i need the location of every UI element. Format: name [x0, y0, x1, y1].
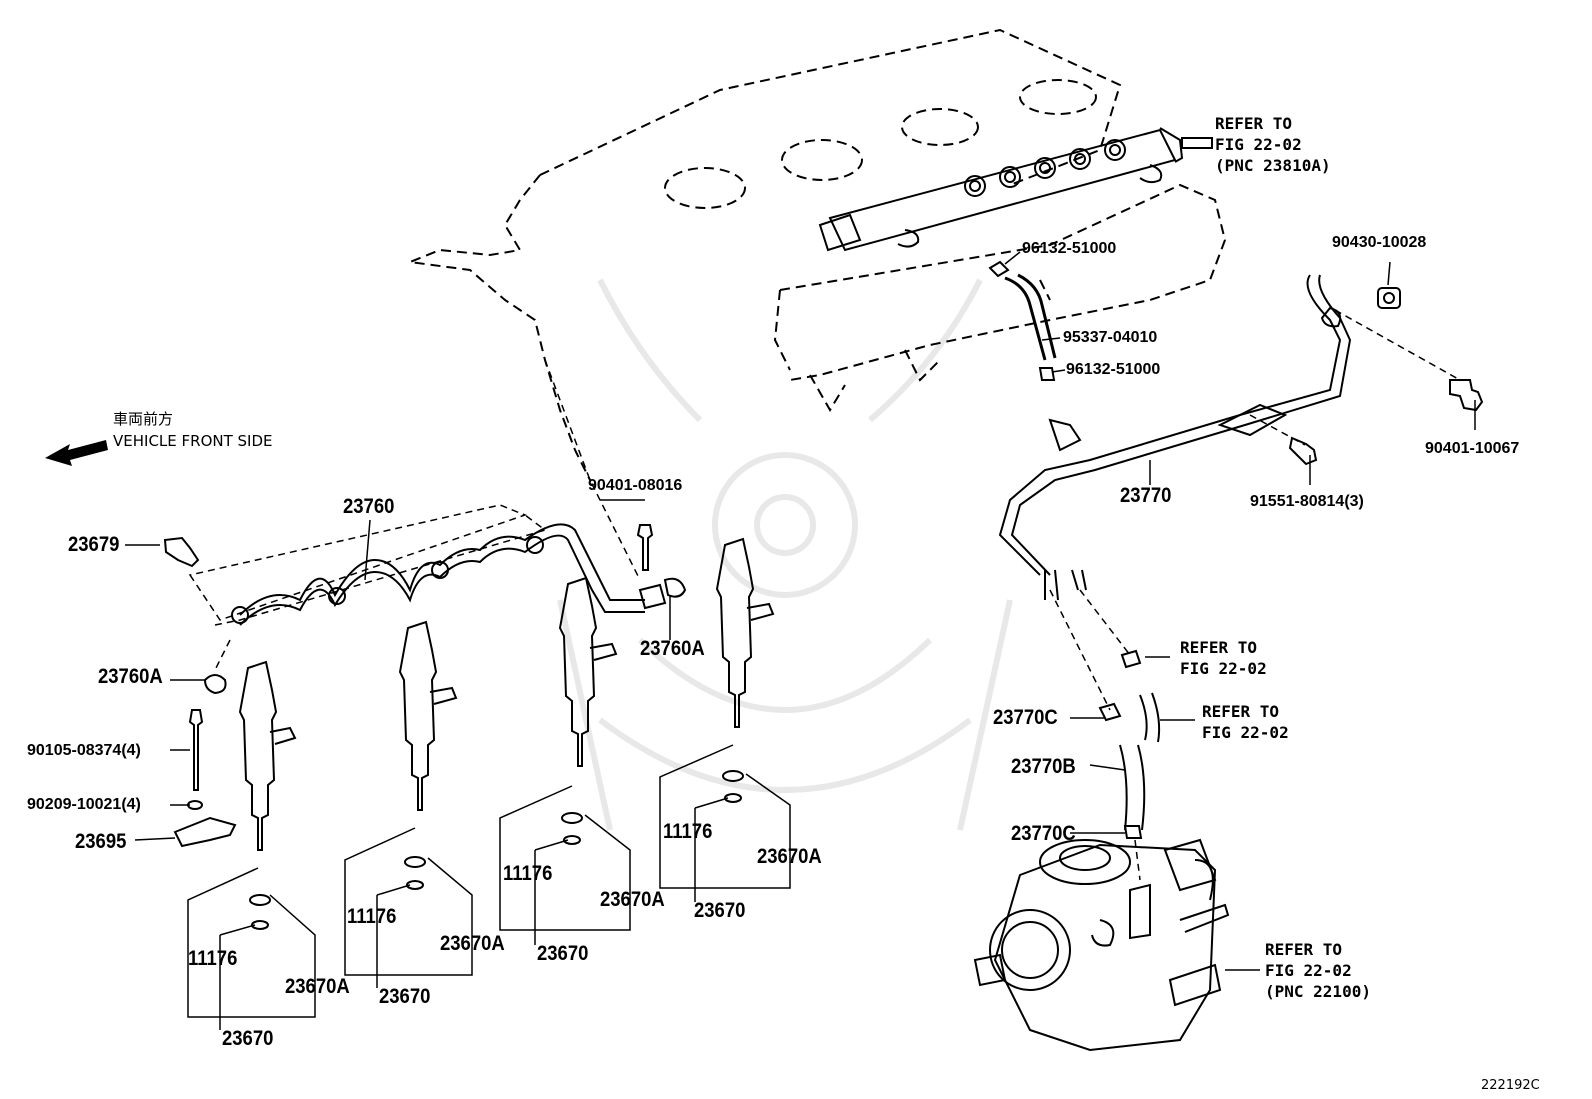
injector1-label-23670A: 23670A	[285, 975, 350, 998]
clip-23760A-left	[203, 674, 227, 695]
rail-reference-line1: REFER TO	[1215, 114, 1293, 133]
part-label-23770C-top: 23770C	[993, 706, 1058, 729]
leak-off-line-23760	[231, 523, 667, 626]
hose-reference-line1: REFER TO	[1202, 702, 1280, 721]
part-label-90401-08016: 90401-08016	[588, 477, 683, 494]
pump-reference-line3: (PNC 22100)	[1265, 982, 1371, 1001]
injector-4	[715, 537, 775, 803]
bolt-90401-08016	[636, 524, 654, 571]
pump-reference-line2: FIG 22-02	[1265, 961, 1352, 980]
bolt-90401-10067	[1449, 379, 1484, 412]
direction-japanese: 車両前方	[113, 410, 174, 428]
part-label-23770B: 23770B	[1011, 755, 1076, 778]
direction-english: VEHICLE FRONT SIDE	[113, 432, 273, 450]
part-label-23695: 23695	[75, 830, 127, 853]
part-label-96132-bottom: 96132-51000	[1066, 361, 1161, 378]
bolt-90105	[188, 709, 204, 791]
part-label-23760: 23760	[343, 495, 395, 518]
watermark	[557, 278, 1013, 831]
injector1-label-23670: 23670	[222, 1027, 274, 1050]
fuel-supply-pump	[973, 838, 1230, 1052]
injector-leader-trees	[187, 744, 791, 1030]
clip-23760A-center	[663, 577, 687, 598]
clamp-reference-line2: FIG 22-02	[1180, 659, 1267, 678]
injector-3	[558, 576, 618, 845]
injector4-label-11176: 11176	[663, 820, 713, 843]
bolt-90430	[1377, 287, 1401, 309]
fuel-hoses	[1098, 649, 1161, 839]
injector-2	[398, 620, 458, 890]
common-rail	[818, 127, 1213, 252]
injector4-label-23670: 23670	[694, 899, 746, 922]
clamp-23695	[173, 816, 237, 848]
part-label-90401-10067: 90401-10067	[1425, 440, 1520, 457]
part-label-90430: 90430-10028	[1332, 234, 1427, 251]
part-label-23770C-bottom: 23770C	[1011, 822, 1076, 845]
bolt-23679	[163, 536, 200, 568]
injector2-label-23670A: 23670A	[440, 932, 505, 955]
injector3-label-23670A: 23670A	[600, 888, 665, 911]
injector4-label-23670A: 23670A	[757, 845, 822, 868]
pump-reference-line1: REFER TO	[1265, 940, 1343, 959]
vehicle-front-arrow-icon	[45, 440, 108, 466]
part-label-90105: 90105-08374(4)	[27, 742, 141, 759]
rail-reference-line3: (PNC 23810A)	[1215, 156, 1331, 175]
part-label-95337: 95337-04010	[1063, 329, 1158, 346]
hose-reference-line2: FIG 22-02	[1202, 723, 1289, 742]
part-label-23760A-center: 23760A	[640, 637, 705, 660]
injector2-label-23670: 23670	[379, 985, 431, 1008]
part-label-96132-top: 96132-51000	[1022, 240, 1117, 257]
injector3-label-11176: 11176	[503, 862, 553, 885]
injector2-label-11176: 11176	[347, 905, 397, 928]
washer-90209	[187, 800, 203, 810]
part-label-23770: 23770	[1120, 484, 1172, 507]
part-label-23760A-left: 23760A	[98, 665, 163, 688]
clamp-reference-line1: REFER TO	[1180, 638, 1258, 657]
injector1-label-11176: 11176	[188, 947, 238, 970]
part-label-23679: 23679	[68, 533, 120, 556]
leak-off-pipe	[998, 274, 1352, 601]
engine-head-outline	[406, 28, 1227, 481]
injector-1	[238, 660, 297, 930]
part-label-91551: 91551-80814(3)	[1250, 493, 1364, 510]
bolt-91551	[1288, 436, 1318, 466]
figure-code: 222192C	[1481, 1078, 1540, 1093]
leader-lines	[125, 147, 1476, 971]
assembly-dash-lines	[188, 309, 1461, 881]
rail-reference-line2: FIG 22-02	[1215, 135, 1302, 154]
return-hose-rail	[988, 260, 1057, 381]
part-label-90209: 90209-10021(4)	[27, 796, 141, 813]
injector3-label-23670: 23670	[537, 942, 589, 965]
